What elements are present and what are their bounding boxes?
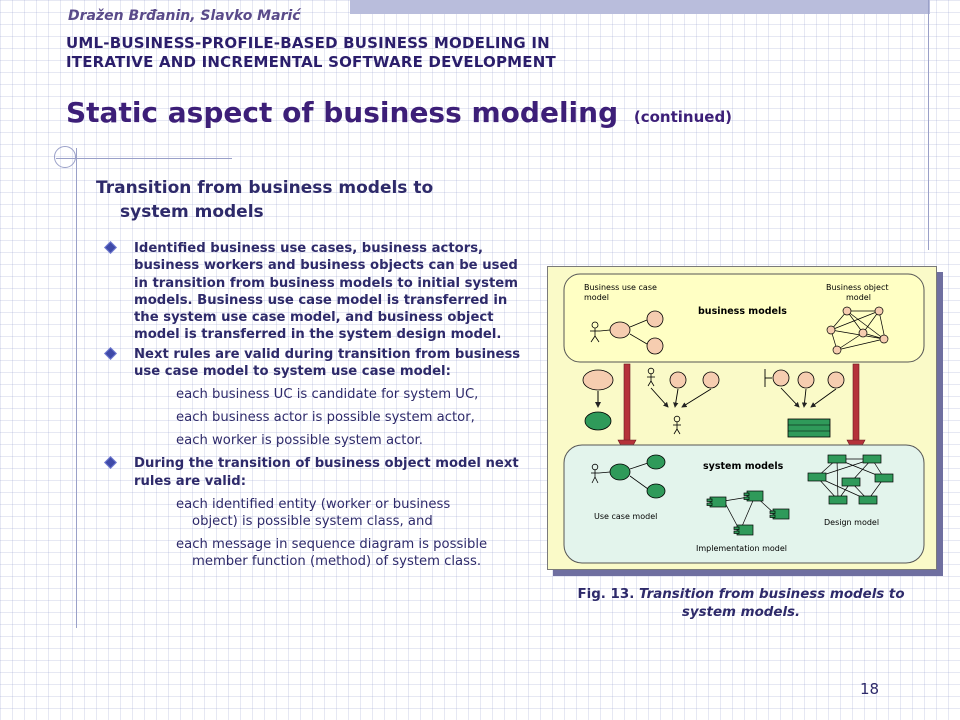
slide-title: Static aspect of business modeling (cont… xyxy=(66,96,732,129)
sub-item-line: each identified entity (worker or busine… xyxy=(176,496,451,512)
business-object-model xyxy=(826,306,889,355)
sub-item-line: each message in sequence diagram is poss… xyxy=(176,536,488,552)
implementation-model xyxy=(706,490,790,536)
sub-item: each business actor is possible system a… xyxy=(176,410,475,426)
bo-model-label-1: Business object xyxy=(826,283,888,292)
paper-title-line-1: UML-BUSINESS-PROFILE-BASED BUSINESS MODE… xyxy=(66,34,550,52)
business-worker-icon xyxy=(646,310,664,328)
sub-item-line: member function (method) of system class… xyxy=(192,553,482,569)
page-number: 18 xyxy=(860,680,880,698)
bullet-item: During the transition of business object… xyxy=(104,455,522,490)
decor-h-rule xyxy=(56,158,232,159)
decor-circle xyxy=(54,146,76,168)
design-model xyxy=(807,454,894,505)
system-actor-icon xyxy=(673,415,681,423)
system-use-case-model xyxy=(591,454,666,499)
section-heading: Transition from business models to syste… xyxy=(96,176,516,224)
slide-title-main: Static aspect of business modeling xyxy=(66,96,619,129)
sub-item: each worker is possible system actor. xyxy=(176,433,423,449)
business-use-case-ellipse xyxy=(582,369,614,391)
paper-title: UML-BUSINESS-PROFILE-BASED BUSINESS MODE… xyxy=(66,34,556,72)
system-class-box xyxy=(787,418,831,438)
transition-diagram: Business use case model Business object … xyxy=(563,273,925,564)
system-models-label: system models xyxy=(703,461,784,472)
caption-text: Transition from business models to syste… xyxy=(638,587,905,620)
uc-transition-elements xyxy=(582,367,720,435)
business-entity-icon xyxy=(646,337,664,355)
paper-title-line-2: ITERATIVE AND INCREMENTAL SOFTWARE DEVEL… xyxy=(66,53,556,71)
sub-item: each business UC is candidate for system… xyxy=(176,387,479,403)
figure-panel: Business use case model Business object … xyxy=(547,266,937,570)
slide-title-suffix: (continued) xyxy=(633,108,733,126)
sub-item: each identified entity (worker or busine… xyxy=(104,496,522,530)
design-model-label: Design model xyxy=(824,518,879,527)
section-heading-line-2: system models xyxy=(120,202,264,222)
sub-item: each message in sequence diagram is poss… xyxy=(104,536,522,570)
system-models-group xyxy=(563,444,925,564)
section-heading-line-1: Transition from business models to xyxy=(96,178,434,198)
figure-caption: Fig. 13. Transition from business models… xyxy=(556,586,926,622)
right-decor-line xyxy=(928,0,929,250)
use-case-model-label: Use case model xyxy=(594,512,657,521)
implementation-model-label: Implementation model xyxy=(696,544,787,553)
decor-v-rule xyxy=(76,148,77,628)
bo-model-label-2: model xyxy=(846,293,871,302)
bullet-item: Next rules are valid during transition f… xyxy=(104,346,522,381)
sub-item-line: object) is possible system class, and xyxy=(192,513,433,529)
top-decor-bar xyxy=(350,0,930,14)
object-transition-elements xyxy=(764,369,845,438)
bullet-item: Identified business use cases, business … xyxy=(104,240,522,344)
caption-prefix: Fig. 13. xyxy=(577,587,635,602)
business-use-case-ellipse xyxy=(609,321,631,339)
authors: Dražen Brđanin, Slavko Marić xyxy=(68,8,301,24)
buc-model-label-2: model xyxy=(584,293,609,302)
bullet-list: Identified business use cases, business … xyxy=(104,240,522,576)
system-use-case-ellipse xyxy=(584,411,612,431)
buc-model-label-1: Business use case xyxy=(584,283,657,292)
business-models-label: business models xyxy=(698,306,787,317)
business-use-case-model xyxy=(590,310,664,355)
